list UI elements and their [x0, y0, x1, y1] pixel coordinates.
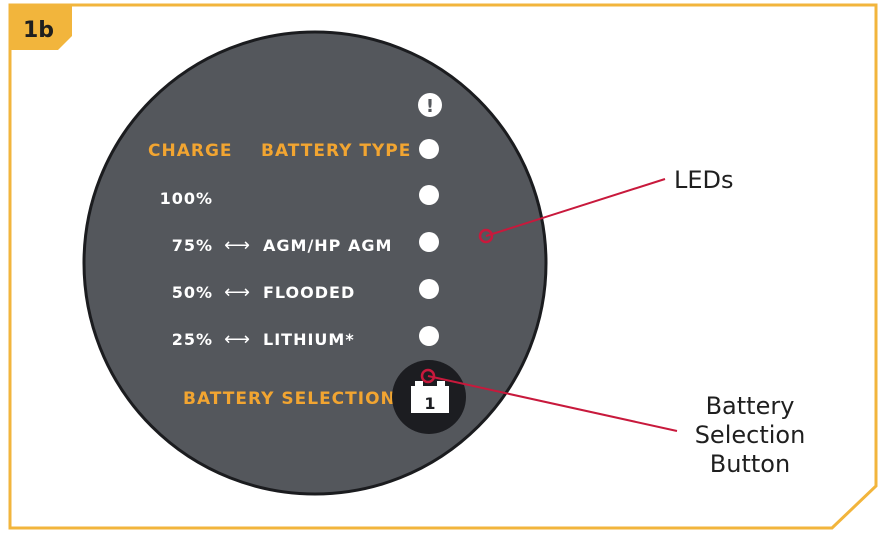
- led-indicator-50: [419, 279, 439, 299]
- panel-label: 1b: [23, 18, 54, 43]
- button-callout-line: [427, 375, 678, 432]
- double-arrow-25: ⟷: [224, 329, 250, 350]
- leds-callout-marker: [478, 228, 494, 244]
- battery-type-header: BATTERY TYPE: [261, 141, 411, 161]
- battery-type-flooded: FLOODED: [263, 283, 355, 302]
- battery-type-agm: AGM/HP AGM: [263, 236, 392, 255]
- led-indicator-75: [419, 232, 439, 252]
- led-indicator-top: [419, 139, 439, 159]
- charger-display-panel: [82, 30, 548, 496]
- battery-selection-label: BATTERY SELECTION: [183, 389, 396, 409]
- battery-selection-button[interactable]: 1: [392, 360, 466, 434]
- svg-text:1: 1: [424, 394, 435, 413]
- double-arrow-75: ⟷: [224, 235, 250, 256]
- charge-header: CHARGE: [148, 141, 233, 161]
- warning-icon: !: [418, 93, 442, 117]
- battery-type-lithium: LITHIUM*: [263, 330, 355, 349]
- led-indicator-100: [419, 185, 439, 205]
- charge-level-100: 100%: [160, 189, 213, 208]
- svg-text:!: !: [426, 96, 434, 117]
- leds-callout-label: LEDs: [674, 166, 734, 194]
- button-callout-label-line1: Battery: [706, 392, 795, 420]
- led-indicator-25: [419, 326, 439, 346]
- charge-level-50: 50%: [172, 283, 213, 302]
- panel-label-tab: [10, 5, 72, 50]
- button-callout-marker: [420, 368, 436, 384]
- leds-callout-line: [485, 178, 666, 237]
- double-arrow-50: ⟷: [224, 282, 250, 303]
- button-callout-label-line2: Selection: [695, 421, 806, 449]
- button-callout-label-line3: Button: [710, 450, 790, 478]
- battery-icon: 1: [411, 381, 449, 413]
- charge-level-75: 75%: [172, 236, 213, 255]
- charge-level-25: 25%: [172, 330, 213, 349]
